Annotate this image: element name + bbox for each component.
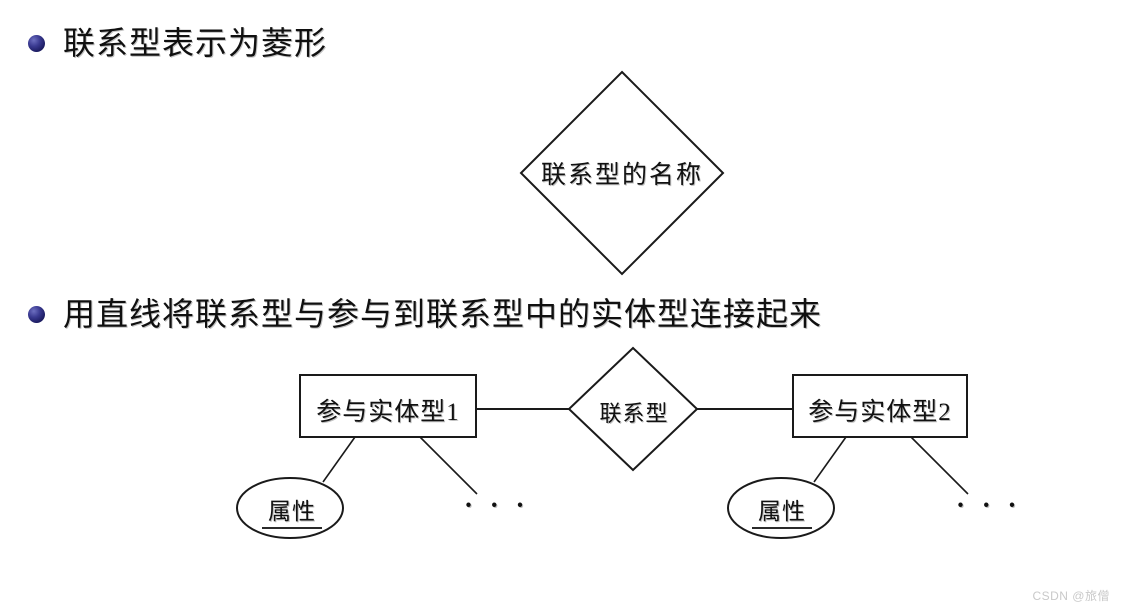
attribute-ellipse-1	[236, 477, 344, 539]
attribute-2-label: 属性	[752, 492, 812, 529]
entity-box-2-label: 参与实体型2	[808, 399, 952, 426]
ellipsis-2: · · ·	[956, 490, 1022, 520]
sphere-bullet-icon	[28, 305, 45, 323]
connector-entity2-attribute2	[813, 436, 847, 483]
relationship-diamond-large	[519, 70, 725, 276]
entity-box-2	[792, 374, 968, 438]
bullet-item-1: 联系型表示为菱形	[28, 27, 327, 59]
relationship-diamond-large-label: 联系型的名称	[540, 162, 703, 189]
connector-entity1-attribute1	[322, 436, 356, 483]
connector-entity1-ellipsis1	[419, 436, 478, 495]
entity-box-1	[299, 374, 477, 438]
ellipsis-1: · · ·	[464, 490, 530, 520]
sphere-bullet-icon	[28, 34, 45, 52]
csdn-watermark: CSDN @旅僧	[1032, 589, 1110, 603]
bullet-item-2: 用直线将联系型与参与到联系型中的实体型连接起来	[28, 298, 822, 330]
attribute-ellipse-2	[727, 477, 835, 539]
bullet-text-2: 用直线将联系型与参与到联系型中的实体型连接起来	[63, 296, 823, 332]
attribute-1-label: 属性	[262, 492, 322, 529]
entity-box-1-label: 参与实体型1	[316, 399, 460, 426]
relationship-diamond-small-label: 联系型	[599, 401, 669, 426]
connector-entity2-ellipsis2	[910, 436, 969, 495]
relationship-diamond-small	[567, 346, 699, 472]
bullet-text-1: 联系型表示为菱形	[63, 25, 328, 61]
